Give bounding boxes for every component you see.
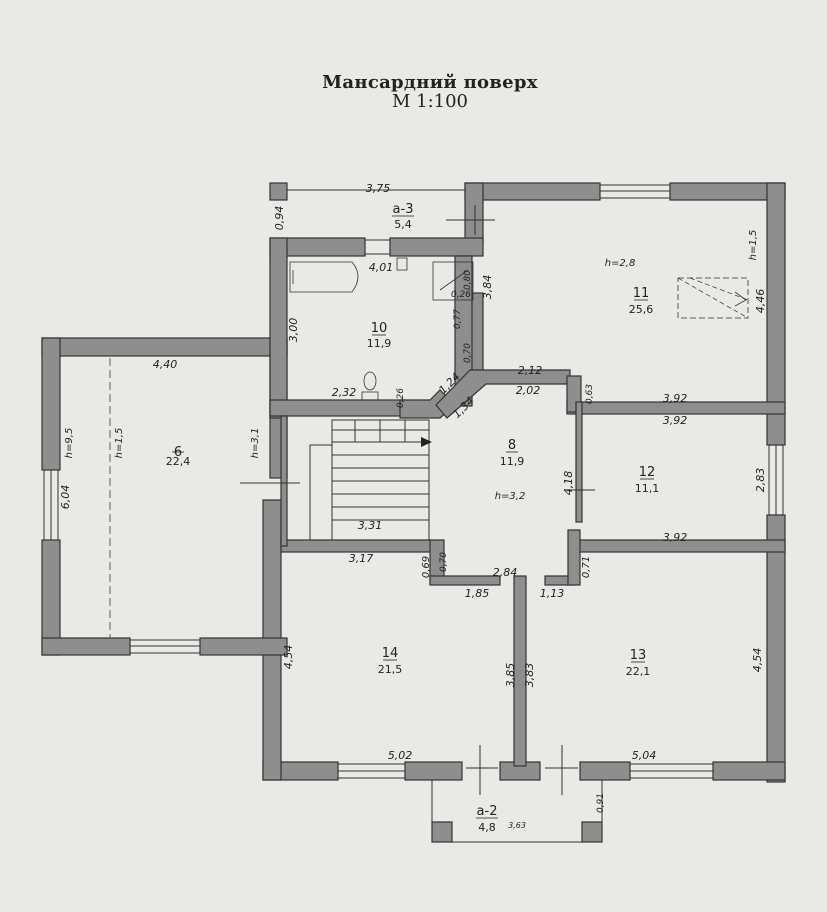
room-14-area: 21,5	[378, 663, 403, 676]
room-9-number: 9	[174, 442, 182, 457]
dim-4-40: 4,40	[153, 358, 178, 371]
dim-6-04: 6,04	[59, 485, 72, 510]
dim-0-26-bottom: 0,26	[396, 388, 406, 408]
dim-3-17: 3,17	[349, 552, 374, 565]
room-8-height: h=3,2	[495, 491, 526, 502]
dim-0-26-top: 0,26	[451, 290, 471, 300]
plan-scale: М 1:100	[391, 91, 469, 112]
door-marks	[240, 205, 595, 795]
room-a2-area: 4,8	[478, 821, 496, 834]
room-8-area: 11,9	[500, 455, 525, 468]
room-11-height-low: h=1,5	[748, 230, 759, 261]
room-13-number: 13	[630, 648, 647, 663]
toilet-icon	[363, 371, 377, 391]
dim-2-32: 2,32	[332, 386, 357, 399]
dim-4-54-right: 4,54	[751, 648, 764, 673]
bathtub-icon	[289, 261, 359, 293]
room-10-number: 10	[371, 321, 388, 336]
room-labels: 11 25,6 h=2,8 h=1,5 10 11,9 8 11,9 h=3,2…	[64, 202, 759, 834]
dim-2-12: 2,12	[518, 364, 543, 377]
room-a3-number: а-3	[393, 202, 414, 217]
room-11-height: h=2,8	[605, 258, 636, 269]
room-14-number: 14	[382, 646, 399, 661]
room-11-number: 11	[633, 286, 650, 301]
staircase	[309, 419, 432, 541]
room-a3-area: 5,4	[394, 218, 412, 231]
dim-3-31: 3,31	[358, 519, 383, 532]
balcony-railings	[287, 189, 603, 843]
stair-arrow-icon	[421, 437, 432, 447]
dim-2-02: 2,02	[516, 384, 541, 397]
dim-3-75: 3,75	[366, 182, 391, 195]
dim-3-92-b: 3,92	[663, 414, 688, 427]
dim-4-54-left: 4,54	[282, 645, 295, 670]
dim-3-83: 3,83	[523, 663, 536, 688]
windows	[43, 184, 784, 779]
dim-3-92-a: 3,92	[663, 392, 688, 405]
dim-3-85: 3,85	[504, 663, 517, 688]
dim-0-91: 0,91	[596, 793, 606, 813]
dim-4-18: 4,18	[562, 471, 575, 496]
room-a2-number: а-2	[477, 804, 498, 819]
room-9-height-low: h=1,5	[114, 428, 125, 459]
dim-3-84: 3,84	[481, 275, 494, 300]
dim-4-01: 4,01	[369, 261, 394, 274]
room-9-height-edge: h=9,5	[64, 428, 75, 459]
bathroom-fixtures	[289, 257, 474, 401]
roof-hatch	[109, 277, 749, 638]
dim-5-04: 5,04	[632, 749, 657, 762]
sink-icon	[396, 257, 408, 271]
dim-0-63: 0,63	[585, 384, 595, 404]
dim-3-92-c: 3,92	[663, 531, 688, 544]
dim-2-83: 2,83	[754, 468, 767, 493]
room-10-area: 11,9	[367, 337, 392, 350]
room-12-number: 12	[639, 465, 656, 480]
dimensions: 3,75 0,94 4,01 3,84 3,00 0,26 0,80 0,77 …	[59, 182, 767, 830]
dim-0-70-a: 0,70	[463, 343, 473, 363]
dim-0-69: 0,69	[421, 556, 432, 578]
room-13-area: 22,1	[626, 665, 651, 678]
dim-4-46: 4,46	[754, 289, 767, 314]
dim-3-00: 3,00	[287, 318, 300, 343]
dim-3-63: 3,63	[508, 821, 526, 830]
dim-1-13: 1,13	[540, 587, 565, 600]
dim-5-02: 5,02	[388, 749, 413, 762]
dim-0-71: 0,71	[581, 556, 592, 578]
dim-1-85: 1,85	[465, 587, 490, 600]
dim-0-94: 0,94	[273, 206, 286, 231]
dim-0-70-b: 0,70	[439, 552, 449, 572]
title-block: Мансардний поверх М 1:100	[0, 72, 827, 112]
room-8-number: 8	[508, 438, 516, 453]
walls	[41, 182, 786, 843]
dim-0-77: 0,77	[453, 309, 463, 329]
room-9-height: h=3,1	[250, 428, 261, 459]
room-9-area: 22,4	[166, 455, 191, 468]
room-12-area: 11,1	[635, 482, 660, 495]
shower-icon	[432, 261, 474, 301]
dim-2-84: 2,84	[493, 566, 518, 579]
plan-title: Мансардний поверх	[322, 72, 538, 93]
dim-0-80: 0,80	[463, 270, 473, 290]
room-11-area: 25,6	[629, 303, 654, 316]
